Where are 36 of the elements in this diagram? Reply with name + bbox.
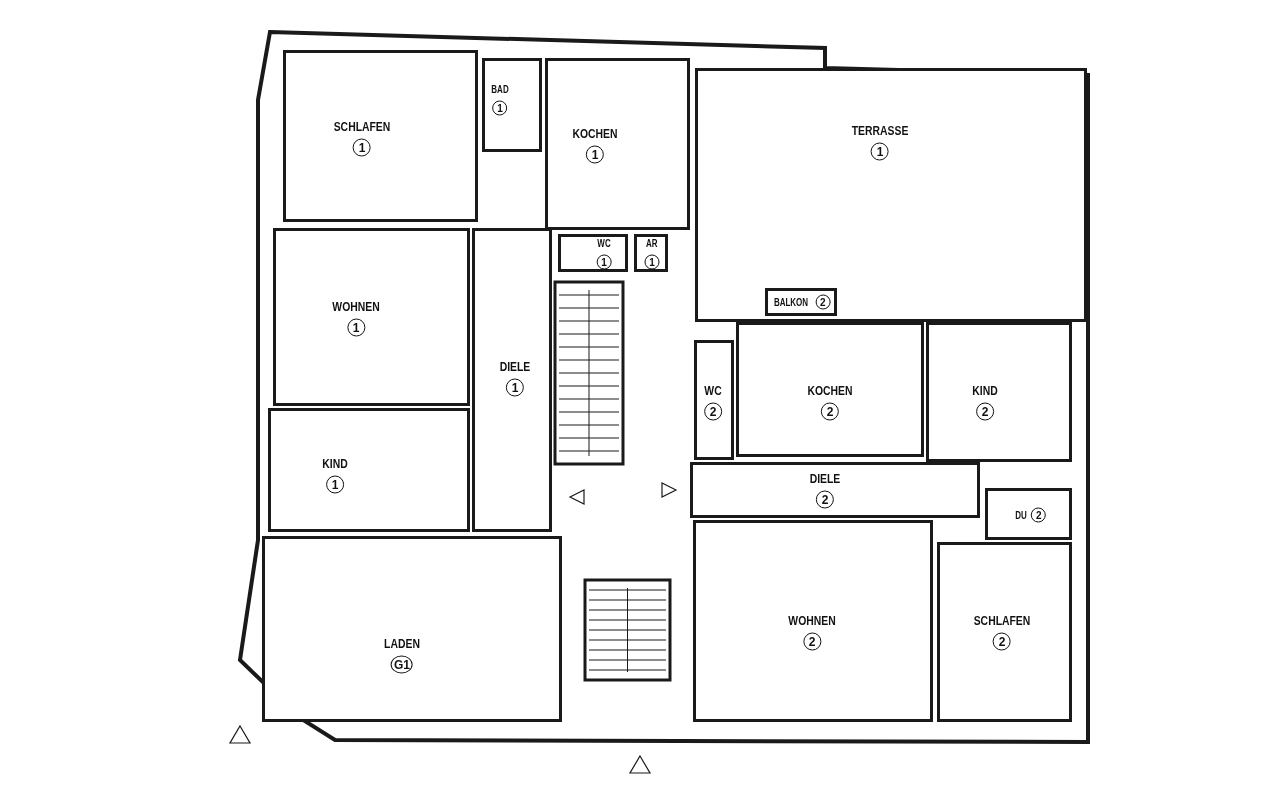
room-outline (472, 228, 552, 532)
room-outline (690, 462, 980, 518)
room-outline (985, 488, 1072, 540)
room-name: LADEN (384, 636, 420, 650)
room-name: KIND (972, 383, 998, 397)
room-outline (694, 340, 734, 460)
room-outline (634, 234, 668, 272)
room-name: BALKON (773, 297, 809, 307)
room-outline (545, 58, 690, 230)
room-outline (283, 50, 478, 222)
room-name: WC (704, 383, 722, 397)
room-name: WOHNEN (332, 299, 380, 313)
room-outline (268, 408, 470, 532)
room-name: SCHLAFEN (973, 613, 1031, 627)
room-name: WC (597, 238, 611, 249)
room-name: KOCHEN (807, 383, 853, 397)
room-outline (558, 234, 628, 272)
room-name: DIELE (499, 359, 531, 373)
room-name: BAD (491, 84, 509, 95)
room-outline (926, 322, 1072, 462)
room-outline (273, 228, 470, 406)
room-outline (262, 536, 562, 722)
room-outline (937, 542, 1072, 722)
room-outline (482, 58, 542, 152)
room-outline (736, 322, 924, 457)
room-name: SCHLAFEN (333, 119, 391, 133)
room-name: KOCHEN (572, 126, 618, 140)
room-outline (765, 288, 837, 316)
room-name: KIND (322, 456, 348, 470)
room-outline (693, 520, 933, 722)
room-name: DIELE (809, 471, 841, 485)
room-name: AR (646, 238, 658, 249)
room-name: DU (1015, 510, 1027, 520)
room-name: TERRASSE (851, 123, 909, 137)
room-name: WOHNEN (788, 613, 836, 627)
room-outline (695, 68, 1087, 322)
